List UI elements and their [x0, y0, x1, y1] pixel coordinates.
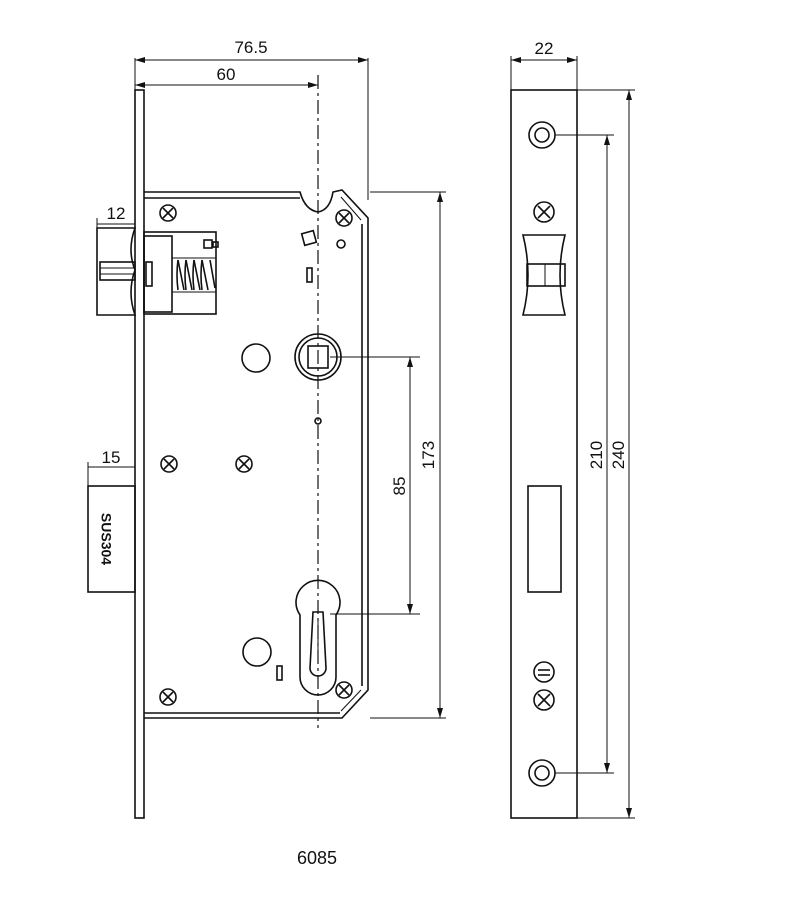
- mounting-hole-icon: [528, 121, 556, 149]
- dim-body-height: 173: [370, 191, 446, 719]
- screw-icon: [335, 209, 353, 227]
- side-faceplate: [134, 89, 145, 819]
- screw-icon: [533, 201, 555, 223]
- dim-center-distance: 85: [330, 356, 420, 615]
- screw-slot-icon: [533, 661, 555, 683]
- dim-faceplate-height: 240: [577, 89, 635, 819]
- small-slot: [276, 665, 283, 681]
- small-slot: [306, 267, 313, 283]
- deadbolt: SUS304: [87, 485, 136, 593]
- svg-text:76.5: 76.5: [234, 38, 267, 57]
- svg-text:210: 210: [587, 441, 606, 469]
- dim-screw-spacing: 210: [555, 134, 614, 774]
- svg-text:12: 12: [107, 204, 126, 223]
- latch-mechanism: [143, 231, 219, 315]
- mounting-hole: [242, 637, 272, 667]
- front-view: 22 210 240: [510, 39, 635, 819]
- screw-icon: [533, 689, 555, 711]
- svg-text:15: 15: [102, 448, 121, 467]
- dim-faceplate-width: 22: [510, 39, 578, 90]
- svg-text:173: 173: [419, 441, 438, 469]
- svg-text:85: 85: [390, 477, 409, 496]
- pin-hole: [336, 239, 346, 249]
- svg-text:22: 22: [535, 39, 554, 58]
- deadbolt-opening: [527, 485, 562, 593]
- mounting-hole: [241, 343, 271, 373]
- body-screws: [159, 204, 353, 706]
- screw-icon: [160, 455, 178, 473]
- screw-icon: [159, 688, 177, 706]
- svg-text:240: 240: [609, 441, 628, 469]
- screw-icon: [159, 204, 177, 222]
- dim-deadbolt: 15: [87, 448, 135, 486]
- screw-icon: [235, 455, 253, 473]
- latch-opening: [521, 234, 567, 316]
- side-view: SUS304: [87, 38, 446, 819]
- screw-icon: [335, 681, 353, 699]
- lock-body: [144, 189, 369, 719]
- latch-bolt: [96, 227, 137, 316]
- front-faceplate: [510, 89, 578, 819]
- dim-backset-total: 76.5: [134, 38, 369, 200]
- mounting-hole-icon: [528, 759, 556, 787]
- svg-text:60: 60: [217, 65, 236, 84]
- dim-backset: 60: [135, 65, 318, 88]
- model-number: 6085: [297, 848, 337, 868]
- material-stamp: SUS304: [98, 513, 114, 565]
- small-part: [300, 229, 318, 247]
- dim-latch: 12: [96, 204, 135, 232]
